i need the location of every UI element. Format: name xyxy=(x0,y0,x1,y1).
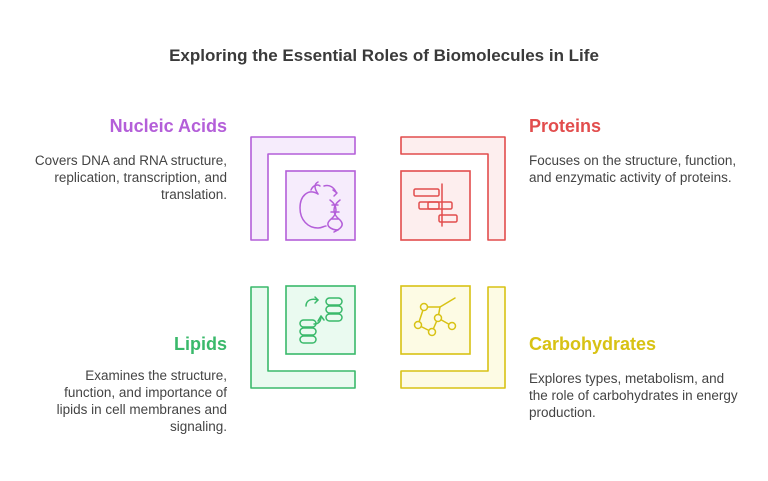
lipids-heading: Lipids xyxy=(174,334,227,354)
lipids-description: Examines the structure, function, and im… xyxy=(56,368,227,434)
lipids-frame xyxy=(250,286,356,389)
page-title: Exploring the Essential Roles of Biomole… xyxy=(169,46,599,65)
proteins-description: Focuses on the structure, function, and … xyxy=(529,153,737,185)
carbohydrates-frame xyxy=(400,286,506,389)
carbohydrates-heading: Carbohydrates xyxy=(529,334,657,354)
nucleic-acids-heading: Nucleic Acids xyxy=(109,116,227,136)
carbohydrates-icon-box xyxy=(400,285,471,355)
molecule-network-icon xyxy=(413,297,457,337)
proteins-frame xyxy=(400,136,506,241)
proteins-icon-box xyxy=(400,170,471,241)
nucleic-acids-icon-box xyxy=(285,170,356,241)
nucleic-acids-description: Covers DNA and RNA structure, replicatio… xyxy=(34,153,227,202)
carbohydrates-description: Explores types, metabolism, and the role… xyxy=(529,371,738,420)
proteins-heading: Proteins xyxy=(529,116,602,136)
protein-blocks-icon xyxy=(413,183,458,227)
dna-apple-icon xyxy=(299,181,343,233)
lipid-exchange-icon xyxy=(299,296,343,344)
nucleic-acids-frame xyxy=(250,136,356,241)
